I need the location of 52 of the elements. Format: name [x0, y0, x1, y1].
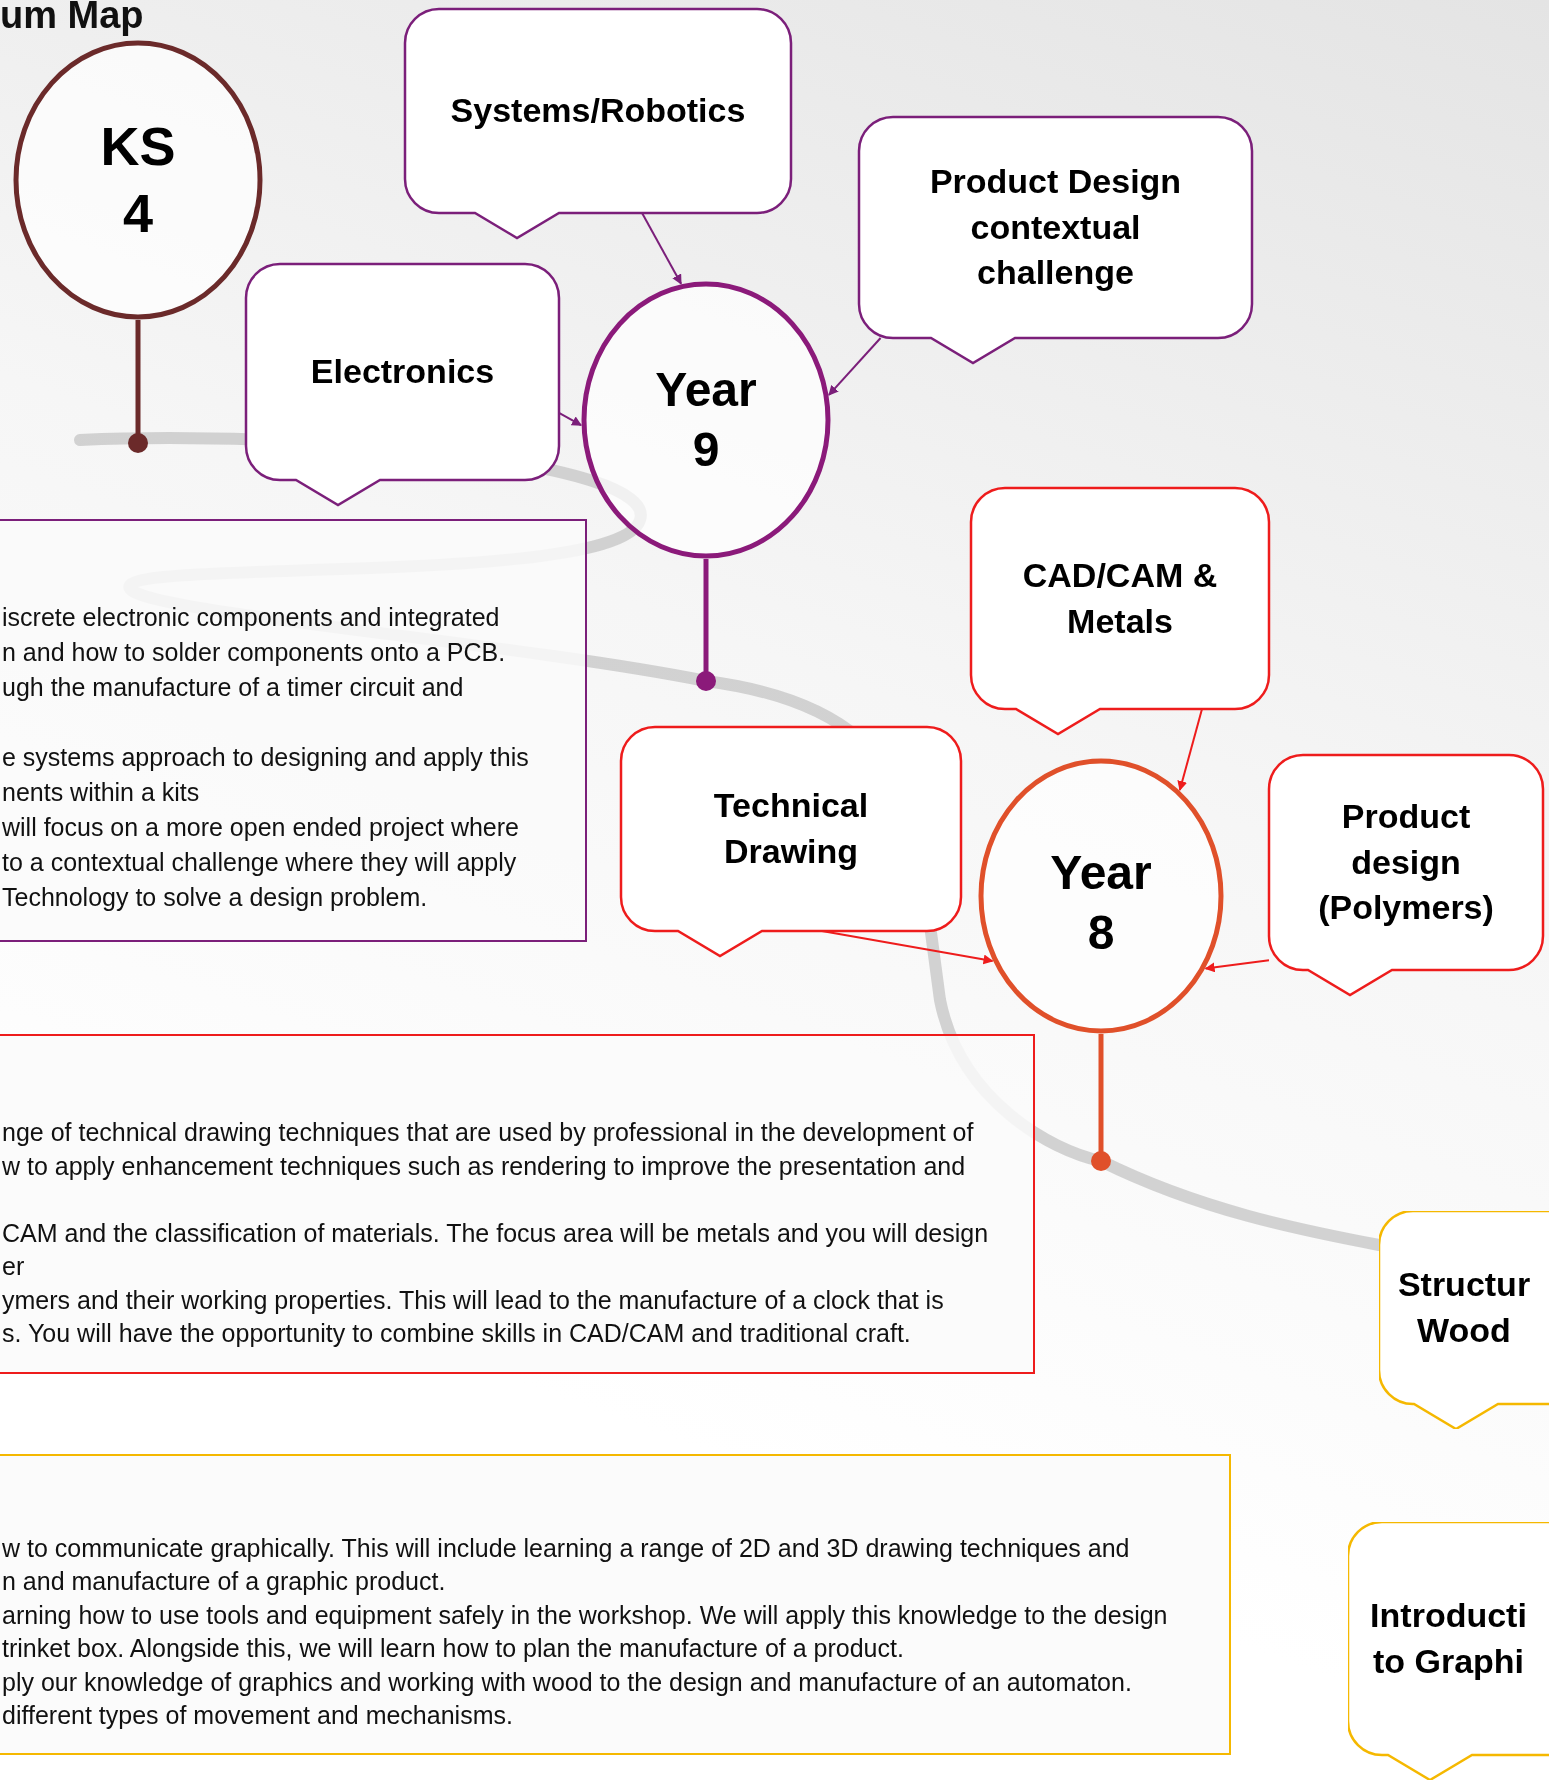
description-line: e systems approach to designing and apply this: [2, 743, 529, 772]
arrow: [820, 930, 994, 965]
description-panel: [0, 1034, 1035, 1374]
bubble-label: Structur Wood: [1396, 1263, 1532, 1351]
circle-label: KS 4: [99, 114, 177, 245]
arrow: [558, 411, 583, 427]
description-line: different types of movement and mechanisms.: [2, 1701, 513, 1730]
speech-bubble: [971, 488, 1269, 734]
description-line: w to communicate graphically. This will include learning a range of 2D and 3D drawing techniques and: [2, 1534, 1130, 1563]
bubble-label: Introducti to Graphi: [1369, 1594, 1528, 1682]
speech-bubble: [621, 727, 961, 956]
bubble-label: Technical Drawing: [712, 785, 870, 872]
description-line: n and manufacture of a graphic product.: [2, 1567, 446, 1597]
speech-bubble: [1348, 1522, 1549, 1780]
description-line: ymers and their working properties. This will lead to the manufacture of a clock that is: [2, 1285, 944, 1315]
arrow: [1177, 708, 1203, 792]
description-line: Technology to solve a design problem.: [2, 883, 428, 912]
description-line: w to apply enhancement techniques such as rendering to improve the presentation and: [2, 1151, 966, 1181]
description-line: ply our knowledge of graphics and working with wood to the design and manufacture of an automaton.: [2, 1667, 1132, 1697]
description-line: nge of technical drawing techniques that are used by professional in the development of: [2, 1118, 974, 1147]
year-circle: [978, 758, 1224, 1034]
description-line: ugh the manufacture of a timer circuit and: [2, 673, 464, 702]
speech-bubble: [859, 117, 1252, 363]
description-line: nents within a kits: [2, 778, 200, 807]
speech-bubble: [1379, 1211, 1549, 1429]
circle-label: Year 8: [1049, 845, 1153, 961]
description-panel: [0, 519, 587, 942]
bubble-label: Systems/Robotics: [449, 90, 747, 132]
bubble-label: Product design (Polymers): [1317, 795, 1495, 929]
speech-bubble: [405, 9, 791, 238]
arrow: [827, 337, 882, 396]
description-line: er: [2, 1252, 25, 1281]
description-line: to a contextual challenge where they will apply: [2, 848, 517, 877]
description-line: will focus on a more open ended project where: [2, 813, 519, 842]
speech-bubble: [1269, 755, 1543, 995]
bubble-label: CAD/CAM & Metals: [1021, 554, 1219, 642]
description-line: s. You will have the opportunity to combine skills in CAD/CAM and traditional craft.: [2, 1319, 911, 1348]
description-line: iscrete electronic components and integrated: [2, 603, 500, 632]
description-line: n and how to solder components onto a PCB.: [2, 638, 506, 667]
arrow: [641, 212, 683, 285]
year-circle: [13, 40, 263, 320]
bubble-label: Electronics: [309, 351, 496, 393]
title: um Map: [0, 0, 144, 37]
description-line: arning how to use tools and equipment safely in the workshop. We will apply this knowledge to the design: [2, 1600, 1168, 1630]
description-line: CAM and the classification of materials. The focus area will be metals and you will design: [2, 1218, 989, 1248]
arrow: [1204, 959, 1270, 973]
description-line: trinket box. Alongside this, we will learn how to plan the manufacture of a product.: [2, 1634, 904, 1664]
bubble-label: Product Design contextual challenge: [928, 160, 1183, 294]
year-circle: [581, 281, 831, 559]
circle-label: Year 9: [654, 362, 758, 478]
speech-bubble: [246, 264, 559, 505]
description-panel: [0, 1454, 1231, 1755]
